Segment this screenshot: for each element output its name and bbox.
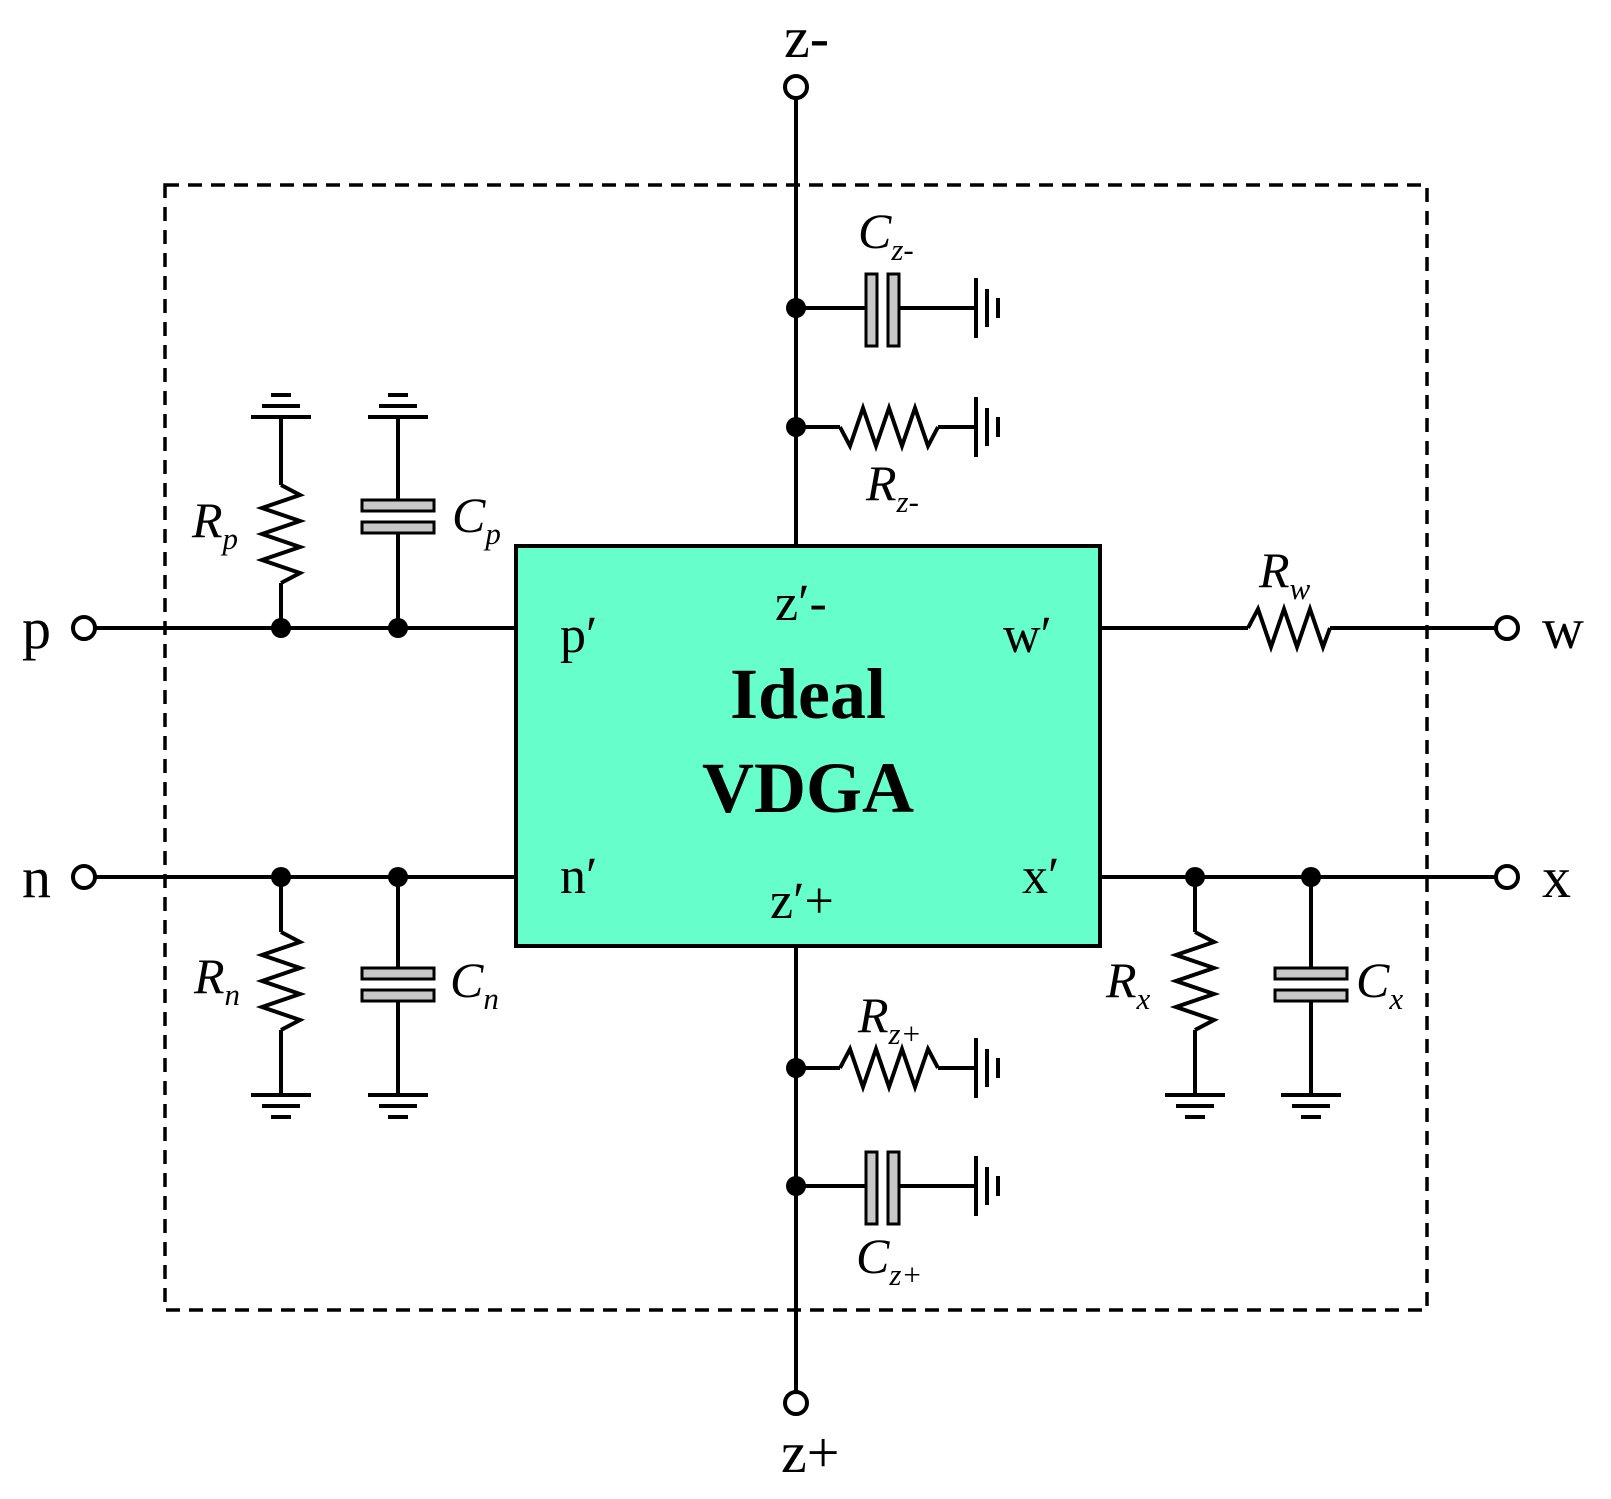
- block-title-line1: Ideal: [730, 654, 886, 734]
- terminal-w-node: [1494, 615, 1520, 641]
- terminal-p-label: p: [22, 596, 51, 661]
- terminal-zplus-node: [783, 1390, 809, 1416]
- rzp-resistor: [796, 1038, 1000, 1098]
- rzm-resistor: [796, 397, 1000, 457]
- port-zminus-label: z′-: [775, 575, 827, 632]
- label-cp: Cp: [452, 487, 501, 551]
- port-x-label: x′: [1022, 848, 1059, 905]
- rp-resistor: [251, 393, 311, 628]
- terminal-zminus-node: [783, 74, 809, 100]
- block-title-line2: VDGA: [702, 748, 914, 828]
- rx-resistor: [1165, 877, 1225, 1119]
- terminal-n-node: [71, 864, 97, 890]
- cx-capacitor: [1273, 877, 1349, 1119]
- czm-capacitor: [796, 272, 1000, 348]
- label-rx: Rx: [1105, 952, 1151, 1016]
- terminal-zminus-label: z-: [784, 5, 829, 70]
- label-czm: Cz-: [858, 203, 914, 267]
- rn-resistor: [251, 877, 311, 1119]
- port-w-label: w′: [1003, 607, 1052, 664]
- cp-capacitor: [360, 393, 436, 628]
- terminal-n-label: n: [22, 845, 51, 910]
- label-cx: Cx: [1356, 952, 1403, 1016]
- port-n-label: n′: [560, 848, 597, 905]
- port-p-label: p′: [560, 607, 597, 664]
- label-rw: Rw: [1258, 542, 1311, 606]
- label-rzp: Rz+: [857, 987, 922, 1051]
- label-rzm: Rz-: [865, 455, 919, 519]
- wires: [94, 99, 1495, 1391]
- cn-capacitor: [360, 877, 436, 1119]
- label-cn: Cn: [450, 952, 499, 1016]
- terminal-zplus-label: z+: [781, 1420, 839, 1485]
- terminal-w-label: w: [1542, 596, 1584, 661]
- junction-dots: [271, 298, 1321, 1196]
- terminal-x-node: [1494, 864, 1520, 890]
- label-rn: Rn: [193, 948, 240, 1012]
- terminal-x-label: x: [1542, 845, 1571, 910]
- czp-capacitor: [796, 1150, 1000, 1226]
- port-zplus-label: z′+: [770, 873, 834, 930]
- label-rp: Rp: [191, 492, 238, 556]
- label-czp: Cz+: [856, 1228, 922, 1292]
- terminal-p-node: [71, 615, 97, 641]
- ideal-vdga-block: [514, 544, 1102, 948]
- rw-resistor: [1246, 602, 1332, 654]
